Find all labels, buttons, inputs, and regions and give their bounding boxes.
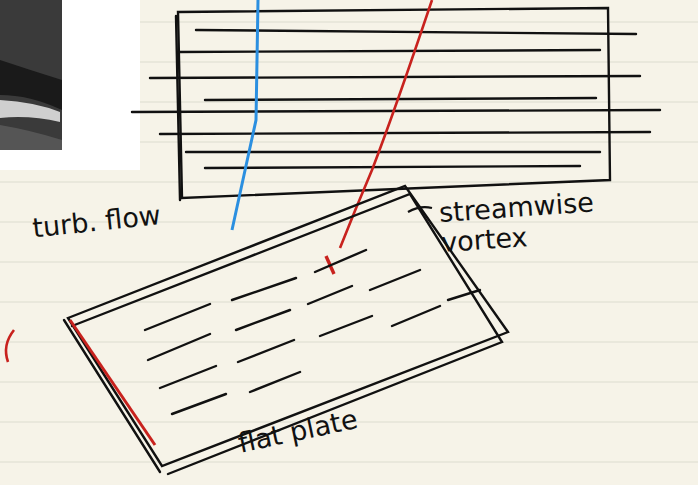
- vortex-dash: [238, 340, 294, 362]
- callout-label: streamwise vortex: [438, 186, 617, 258]
- callout-leader: [408, 207, 432, 212]
- flow-line: [205, 98, 596, 100]
- ruling-line: [0, 342, 698, 343]
- flow-line: [150, 76, 640, 78]
- vortex-dash: [250, 372, 300, 392]
- vortex-dash: [172, 394, 226, 414]
- flow-line: [132, 110, 660, 112]
- ruling-line: [0, 262, 698, 263]
- flow-line: [196, 30, 636, 34]
- vortex-dash: [315, 250, 366, 272]
- photo-shadow: [0, 125, 62, 150]
- vortex-dash: [145, 304, 210, 330]
- vortex-dash: [148, 334, 210, 360]
- blue-leader-line: [232, 0, 258, 230]
- sketch-label: turb. flow: [31, 191, 253, 244]
- ruling-line: [0, 462, 698, 463]
- vortex-dash: [392, 306, 440, 326]
- vortex-dash: [160, 366, 216, 388]
- photo-highlight: [0, 100, 60, 122]
- vortex-dash: [308, 286, 352, 304]
- photo-crop: [0, 0, 140, 170]
- vortex-dash: [370, 270, 420, 290]
- flow-box-outline: [178, 8, 610, 198]
- flow-box-outline: [176, 16, 180, 200]
- photo-frame: [0, 0, 140, 170]
- vortex-dash: [236, 310, 290, 330]
- vortex-dash: [448, 290, 480, 300]
- plate-edge: [64, 320, 160, 472]
- vortex-dash: [320, 316, 372, 336]
- red-mark: [6, 330, 14, 362]
- vortex-dash: [232, 278, 296, 300]
- flow-line: [178, 50, 600, 52]
- flow-line: [205, 166, 580, 168]
- photo-dark-region: [0, 0, 62, 150]
- plate-outline: [72, 194, 502, 474]
- flow-line: [160, 132, 650, 134]
- red-leader-line: [340, 0, 432, 248]
- red-edge-mark: [70, 320, 155, 445]
